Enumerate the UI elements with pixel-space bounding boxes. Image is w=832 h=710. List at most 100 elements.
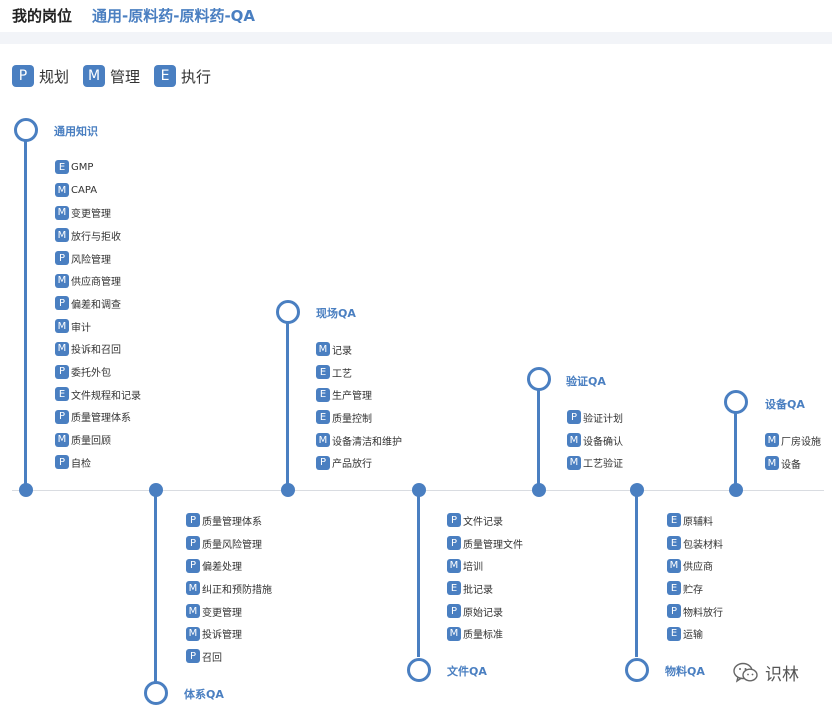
item-label: 产品放行: [332, 459, 372, 471]
level-badge: P: [186, 513, 200, 528]
category-title-document[interactable]: 文件QA: [447, 665, 487, 678]
level-badge: E: [316, 410, 330, 425]
node-ring-material[interactable]: [625, 658, 649, 682]
item-label: 投诉和召回: [71, 345, 121, 357]
category-title-system[interactable]: 体系QA: [184, 688, 224, 701]
item-label: 质量管理体系: [202, 516, 262, 528]
legend-label: 执行: [181, 67, 212, 86]
level-badge: M: [55, 273, 69, 288]
branch-line-validation: [537, 388, 540, 489]
level-badge: M: [316, 433, 330, 448]
watermark: 识林: [733, 660, 799, 685]
item-label: 设备: [781, 459, 801, 471]
legend-item-manage: M 管理: [83, 65, 140, 87]
level-badge: M: [765, 456, 779, 471]
level-badge: P: [567, 410, 581, 425]
item-label: 批记录: [463, 584, 493, 596]
branch-line-document: [417, 492, 420, 657]
node-ring-site[interactable]: [276, 300, 300, 324]
header-divider: [0, 32, 832, 44]
level-badge: M: [447, 626, 461, 641]
level-badge: P: [55, 455, 69, 470]
item-label: 原始记录: [463, 607, 503, 619]
legend-badge: P: [12, 65, 34, 87]
category-title-equipment[interactable]: 设备QA: [765, 398, 805, 411]
item-label: 纠正和预防措施: [202, 584, 272, 596]
legend-item-plan: P 规划: [12, 65, 69, 87]
item-label: 文件记录: [463, 516, 503, 528]
level-badge: P: [55, 409, 69, 424]
item-label: 设备清洁和维护: [332, 436, 402, 448]
level-badge: P: [186, 536, 200, 551]
node-ring-general[interactable]: [14, 118, 38, 142]
item-label: CAPA: [71, 184, 98, 196]
item-label: 风险管理: [71, 254, 111, 266]
item-label: 质量标准: [463, 630, 503, 642]
node-ring-equipment[interactable]: [724, 390, 748, 414]
item-label: 包装材料: [683, 539, 723, 551]
category-title-validation[interactable]: 验证QA: [566, 375, 606, 388]
item-label: 变更管理: [71, 209, 111, 221]
level-badge: P: [55, 296, 69, 311]
job-path-title[interactable]: 通用-原料药-原料药-QA: [92, 7, 256, 25]
node-dot-document: [412, 483, 426, 497]
level-badge: E: [55, 387, 69, 402]
level-legend: P 规划 M 管理 E 执行: [12, 64, 225, 88]
node-ring-document[interactable]: [407, 658, 431, 682]
level-badge: M: [55, 432, 69, 447]
item-label: 文件规程和记录: [71, 390, 141, 402]
category-title-general[interactable]: 通用知识: [54, 125, 98, 138]
level-badge: P: [667, 604, 681, 619]
category-title-material[interactable]: 物料QA: [665, 665, 705, 678]
node-ring-system[interactable]: [144, 681, 168, 705]
item-label: 物料放行: [683, 607, 723, 619]
node-ring-validation[interactable]: [527, 367, 551, 391]
category-title-site[interactable]: 现场QA: [316, 307, 356, 320]
